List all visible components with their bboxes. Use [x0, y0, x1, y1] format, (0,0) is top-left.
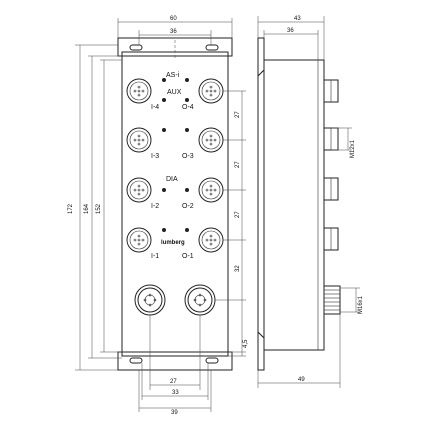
thread-m12: M12x1: [350, 139, 356, 158]
side-connector: [323, 227, 339, 251]
mounting-slot: [205, 44, 219, 51]
dim-height-164: 164: [84, 203, 90, 214]
brand-logo: lumberg: [161, 240, 185, 246]
dim-pitch-27-c: 27: [235, 211, 241, 218]
led-indicator: [162, 228, 166, 232]
dia-label: DIA: [166, 176, 178, 183]
dim-bottom-33: 33: [172, 390, 179, 396]
led-indicator: [162, 128, 166, 132]
side-housing: [263, 59, 325, 351]
port-connector: [198, 78, 224, 104]
dim-depth-43: 43: [294, 16, 301, 22]
side-connector: [323, 127, 339, 151]
housing-body: [121, 51, 229, 357]
led-indicator: [162, 188, 166, 192]
port-label-left: I-2: [151, 203, 159, 210]
port-label-right: O-3: [182, 153, 194, 160]
side-connector: [323, 177, 339, 201]
led-indicator: [162, 98, 166, 102]
port-label-left: I-1: [151, 253, 159, 260]
side-bus-connector: [323, 285, 341, 315]
port-label-left: I-4: [151, 104, 159, 111]
dim-bottom-39: 39: [171, 410, 178, 416]
dim-height-152: 152: [96, 203, 102, 214]
side-view: [257, 37, 341, 371]
led-indicator: [185, 128, 189, 132]
front-view: AS-i AUX DIA lumberg I-4 O-4 I-3 O-3 I-2…: [117, 37, 233, 371]
dim-pitch-32: 32: [235, 265, 241, 272]
mounting-slot: [129, 357, 143, 364]
port-connector: [198, 227, 224, 253]
led-indicator: [185, 228, 189, 232]
connector-row-4: [126, 78, 224, 104]
dim-height-172: 172: [68, 203, 74, 214]
mounting-slot: [129, 44, 143, 51]
side-dimensions: 43 36 49 M12x1 M16x1: [257, 16, 364, 388]
led-indicator: [185, 98, 189, 102]
dim-depth-36: 36: [287, 28, 294, 34]
dim-depth-49: 49: [298, 377, 305, 383]
port-label-right: O-1: [182, 253, 194, 260]
bus-connector-left: [134, 284, 166, 316]
dim-bottom-27: 27: [170, 379, 177, 385]
side-connector: [323, 79, 339, 103]
port-label-left: I-3: [151, 153, 159, 160]
port-label-right: O-2: [182, 203, 194, 210]
led-indicator: [185, 188, 189, 192]
port-connector: [126, 227, 152, 253]
dim-edge-4-5: 4,5: [243, 339, 249, 348]
led-indicator: [185, 78, 189, 82]
mounting-slot: [205, 357, 219, 364]
asi-label: AS-i: [166, 72, 180, 79]
port-connector: [198, 177, 224, 203]
bus-connector-right: [184, 284, 216, 316]
port-connector: [126, 127, 152, 153]
port-connector: [198, 127, 224, 153]
dim-pitch-27-b: 27: [235, 161, 241, 168]
dim-width-60: 60: [170, 16, 177, 22]
front-dimensions: 60 36 172 164 152 27 27 27 32 4,5: [68, 16, 249, 416]
aux-label: AUX: [167, 89, 182, 96]
bottom-mounting-tab: [117, 351, 233, 371]
dim-pitch-27-a: 27: [235, 111, 241, 118]
dim-inner-36: 36: [170, 29, 177, 35]
connector-row-3: [126, 127, 224, 153]
led-indicator: [162, 78, 166, 82]
port-connector: [126, 78, 152, 104]
port-connector: [126, 177, 152, 203]
port-label-right: O-4: [182, 104, 194, 111]
thread-m16: M16x1: [358, 295, 364, 314]
